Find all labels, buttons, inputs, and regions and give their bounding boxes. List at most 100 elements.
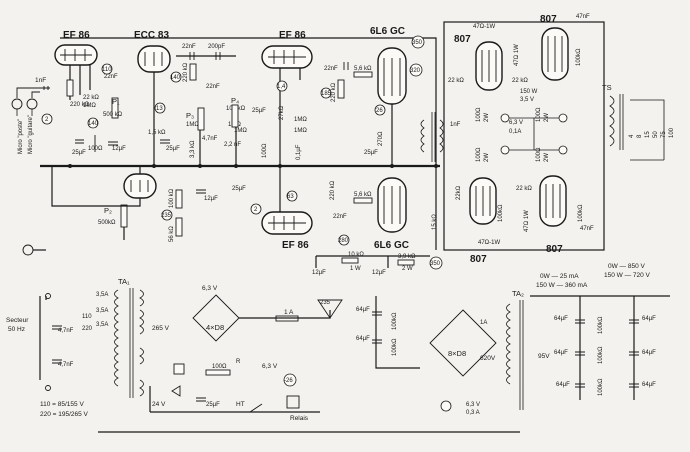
svg-text:2: 2: [254, 207, 258, 213]
vmark-350b: [429, 256, 443, 270]
svg-text:25µF: 25µF: [252, 108, 266, 114]
svg-text:620V: 620V: [480, 355, 496, 362]
svg-text:4×D8: 4×D8: [206, 323, 224, 332]
supply-3: 0W — 25 mA: [540, 273, 579, 280]
svg-text:185: 185: [321, 91, 332, 97]
svg-text:100: 100: [669, 127, 675, 138]
tube-ecc83-label: ECC 83: [134, 30, 169, 41]
r220k-1-label: 220 kΩ: [70, 102, 90, 108]
c22n-1-label: 22nF: [104, 74, 118, 80]
svg-text:64µF: 64µF: [356, 307, 370, 313]
driver-transformer: [420, 112, 436, 162]
mic2-label: Micro "guitare": [28, 115, 34, 154]
vmark-1-4: [276, 80, 288, 92]
svg-text:15: 15: [645, 131, 651, 138]
plate-transformer-ta2: [506, 300, 524, 410]
svg-text:100Ω: 100Ω: [476, 107, 482, 122]
vmark-63: [286, 190, 298, 202]
svg-text:3,5A: 3,5A: [96, 308, 108, 314]
svg-text:220 kΩ: 220 kΩ: [331, 82, 337, 102]
svg-text:64µF: 64µF: [642, 316, 656, 322]
res-100k-2: [175, 189, 183, 209]
c12u-1-label: 12µF: [112, 146, 126, 152]
pot-p3: [197, 107, 205, 131]
svg-text:140: 140: [88, 121, 99, 127]
svg-text:47Ω-1W: 47Ω-1W: [478, 240, 500, 246]
svg-text:6,3 V: 6,3 V: [466, 402, 480, 408]
tube-807-1-label: 807: [454, 34, 471, 45]
res-5-6k-2: [353, 197, 373, 204]
svg-text:64µF: 64µF: [556, 382, 570, 388]
relay-coil: [286, 395, 300, 409]
output-transformer: [609, 94, 624, 150]
svg-text:265 V: 265 V: [152, 325, 170, 332]
tube-6l6-b-label: 6L6 GC: [374, 240, 409, 251]
svg-text:12µF: 12µF: [372, 270, 386, 276]
svg-text:100kΩ: 100kΩ: [392, 312, 398, 330]
res-220k-2: [189, 63, 197, 81]
ta2-label: TA₂: [512, 289, 524, 298]
mains-note-1: 110 = 85/155 V: [40, 401, 84, 408]
lamp-ht: [440, 400, 452, 412]
svg-text:1 A: 1 A: [284, 309, 294, 316]
svg-text:280: 280: [338, 238, 349, 244]
svg-text:22kΩ: 22kΩ: [456, 185, 462, 200]
svg-text:100kΩ: 100kΩ: [598, 316, 604, 334]
supply-2: 150 W — 720 V: [604, 272, 651, 279]
vmark-13: [154, 102, 166, 114]
svg-text:64µF: 64µF: [642, 350, 656, 356]
svg-text:100kΩ: 100kΩ: [498, 204, 504, 222]
mic1-label: Micro "poste": [18, 119, 24, 154]
svg-text:P₄: P₄: [231, 96, 239, 105]
tube-807-4-label: 807: [546, 244, 563, 255]
output-frame: [443, 21, 605, 251]
svg-text:2W: 2W: [484, 113, 490, 122]
svg-text:4,7nF: 4,7nF: [202, 136, 218, 142]
svg-text:22 kΩ: 22 kΩ: [516, 186, 532, 192]
vmark-140: [87, 117, 99, 129]
svg-text:8: 8: [637, 134, 643, 138]
svg-text:320: 320: [410, 68, 421, 74]
svg-text:100Ω: 100Ω: [536, 147, 542, 162]
svg-text:1A: 1A: [480, 320, 487, 326]
mains-note-2: 220 = 195/265 V: [40, 411, 89, 418]
tube-6l6-a-label: 6L6 GC: [370, 26, 405, 37]
r100-label-b: 100Ω: [262, 143, 268, 158]
svg-text:26: 26: [376, 108, 383, 114]
svg-text:270Ω: 270Ω: [378, 131, 384, 146]
vmark-26: [374, 104, 386, 116]
r1-5k-label: 1,5 kΩ: [148, 130, 166, 136]
svg-text:100kΩ: 100kΩ: [598, 378, 604, 396]
mains-label: Secteur: [6, 317, 29, 324]
svg-text:200pF: 200pF: [208, 44, 225, 50]
svg-text:Relais: Relais: [290, 415, 309, 422]
tube-ef86-b-label: EF 86: [282, 240, 309, 251]
ta1-label: TA₁: [118, 277, 130, 286]
ts-label: TS: [602, 83, 612, 92]
svg-text:350: 350: [412, 40, 423, 46]
svg-text:27kΩ: 27kΩ: [279, 105, 285, 120]
svg-text:2W: 2W: [544, 113, 550, 122]
svg-text:3,3 kΩ: 3,3 kΩ: [190, 140, 196, 158]
svg-text:0,1µF: 0,1µF: [296, 144, 302, 160]
r1m-label: 1MΩ: [83, 103, 96, 109]
svg-text:24 V: 24 V: [152, 401, 166, 408]
svg-text:47nF: 47nF: [580, 226, 594, 232]
svg-text:15 kΩ: 15 kΩ: [432, 214, 438, 230]
svg-text:64µF: 64µF: [554, 316, 568, 322]
svg-text:350: 350: [430, 261, 441, 267]
svg-text:235: 235: [161, 213, 172, 219]
svg-text:2W: 2W: [484, 153, 490, 162]
lamp-2: [558, 113, 568, 123]
svg-text:150 W: 150 W: [520, 89, 538, 95]
vmark-280: [338, 234, 350, 246]
svg-text:25µF: 25µF: [232, 186, 246, 192]
svg-text:100 kΩ: 100 kΩ: [169, 188, 175, 208]
bridge-8xd8: [429, 309, 497, 377]
svg-text:64µF: 64µF: [554, 350, 568, 356]
svg-text:5,6 kΩ: 5,6 kΩ: [354, 66, 372, 72]
svg-text:3,5A: 3,5A: [96, 322, 108, 328]
svg-text:22 kΩ: 22 kΩ: [448, 78, 464, 84]
svg-text:64µF: 64µF: [642, 382, 656, 388]
